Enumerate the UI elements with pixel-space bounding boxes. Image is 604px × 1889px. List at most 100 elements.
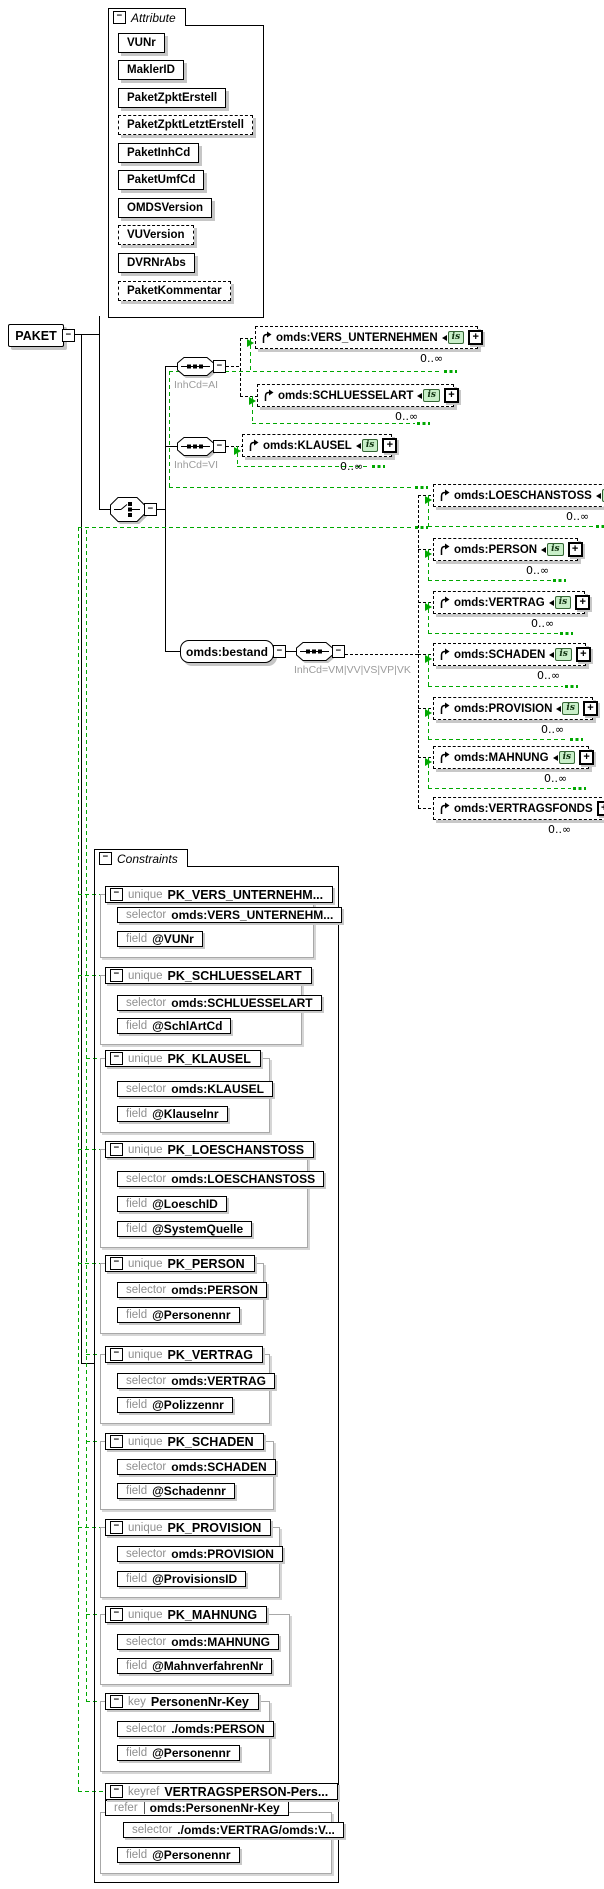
collapse-icon[interactable]: −	[110, 1521, 123, 1534]
collapse-icon[interactable]: −	[144, 503, 157, 516]
collapse-icon[interactable]: −	[110, 1695, 123, 1708]
expand-icon[interactable]: +	[443, 388, 459, 403]
element-ref-klausel[interactable]: omds:KLAUSEL is +	[242, 434, 398, 457]
constraint-selector[interactable]: selector omds:VERTRAG	[117, 1373, 275, 1389]
constraint-pk-person[interactable]: − unique PK_PERSON	[105, 1255, 255, 1272]
constraints-compartment-tab[interactable]: − Constraints	[94, 849, 188, 867]
constraint-selector[interactable]: selector ./omds:VERTRAG/omds:V...	[123, 1822, 344, 1838]
collapse-icon[interactable]: −	[62, 329, 75, 342]
attribute-vuversion[interactable]: VUVersion	[118, 225, 194, 245]
collapse-icon[interactable]: −	[110, 969, 123, 982]
element-ref-mahnung[interactable]: omds:MAHNUNG is +	[433, 746, 595, 769]
constraint-field[interactable]: field @SystemQuelle	[117, 1221, 253, 1237]
collapse-icon[interactable]: −	[110, 1143, 123, 1156]
constraint-selector[interactable]: selector omds:VERS_UNTERNEHM...	[117, 907, 343, 923]
attribute-maklerid[interactable]: MaklerID	[118, 60, 184, 80]
element-ref-schaden[interactable]: omds:SCHADEN is +	[433, 643, 591, 666]
constraint-vertragsperson-keyref[interactable]: − keyref VERTRAGSPERSON-Pers...	[105, 1783, 339, 1800]
constraint-pk-provision[interactable]: − unique PK_PROVISION	[105, 1519, 272, 1536]
constraint-pk-schluesselart[interactable]: − unique PK_SCHLUESSELART	[105, 967, 312, 984]
collapse-icon[interactable]: −	[332, 645, 345, 658]
attributes-compartment-tab[interactable]: − Attribute	[108, 8, 186, 26]
occurrence-label: 0..∞	[566, 510, 590, 523]
attribute-vunr[interactable]: VUNr	[118, 33, 165, 53]
collapse-icon[interactable]: −	[213, 440, 226, 453]
sequence-icon[interactable]	[296, 642, 333, 666]
collapse-icon[interactable]: −	[110, 1435, 123, 1448]
constraint-field[interactable]: field @Personennr	[117, 1307, 240, 1323]
constraint-field[interactable]: field @Klauselnr	[117, 1106, 228, 1122]
choice-icon[interactable]	[110, 497, 145, 527]
collapse-icon[interactable]: −	[99, 852, 112, 865]
constraints-title: Constraints	[117, 851, 178, 866]
sequence-icon[interactable]	[177, 437, 214, 461]
collapse-icon[interactable]: −	[110, 1785, 123, 1798]
expand-icon[interactable]: +	[575, 595, 591, 610]
constraint-selector[interactable]: selector omds:SCHADEN	[117, 1459, 276, 1475]
attribute-paketzpktletzterstell[interactable]: PaketZpktLetztErstell	[118, 115, 253, 135]
substitution-badge: is	[548, 596, 572, 609]
collapse-icon[interactable]: −	[213, 360, 226, 373]
expand-icon[interactable]: +	[575, 647, 591, 662]
substitution-badge: is	[541, 543, 564, 556]
constraint-selector[interactable]: selector ./omds:PERSON	[117, 1721, 274, 1737]
element-ref-vertrag[interactable]: omds:VERTRAG is +	[433, 591, 591, 614]
attribute-omdsversion[interactable]: OMDSVersion	[118, 198, 213, 218]
element-bestand[interactable]: omds:bestand	[180, 640, 274, 663]
constraint-pk-vertrag[interactable]: − unique PK_VERTRAG	[105, 1346, 263, 1363]
constraint-field[interactable]: field @Personennr	[117, 1745, 240, 1761]
expand-icon[interactable]: +	[579, 750, 595, 765]
attribute-paketzpkterstell[interactable]: PaketZpktErstell	[118, 88, 227, 108]
element-ref-schluesselart[interactable]: omds:SCHLUESSELART is +	[257, 384, 459, 407]
constraint-selector[interactable]: selector omds:PERSON	[117, 1282, 267, 1298]
constraint-field[interactable]: field @LoeschID	[117, 1196, 227, 1212]
constraint-field[interactable]: field @Polizzennr	[117, 1397, 233, 1413]
constraint-field[interactable]: field @ProvisionsID	[117, 1571, 247, 1587]
constraint-personennr-key[interactable]: − key PersonenNr-Key	[105, 1693, 259, 1710]
collapse-icon[interactable]: −	[110, 888, 123, 901]
constraint-selector[interactable]: selector omds:KLAUSEL	[117, 1081, 273, 1097]
substitution-badge: is	[556, 702, 579, 715]
collapse-icon[interactable]: −	[273, 645, 286, 658]
constraint-pk-vers-unternehm[interactable]: − unique PK_VERS_UNTERNEHM...	[105, 886, 334, 903]
constraint-field[interactable]: field @MahnverfahrenNr	[117, 1658, 273, 1674]
expand-icon[interactable]: +	[567, 542, 583, 557]
collapse-icon[interactable]: −	[113, 11, 126, 24]
attribute-dvrnrabs[interactable]: DVRNrAbs	[118, 253, 195, 273]
constraint-pk-mahnung[interactable]: − unique PK_MAHNUNG	[105, 1606, 268, 1623]
expand-icon[interactable]: +	[468, 330, 484, 345]
collapse-icon[interactable]: −	[110, 1348, 123, 1361]
element-ref-provision[interactable]: omds:PROVISION is +	[433, 697, 598, 720]
constraint-name: VERTRAGSPERSON-Pers...	[164, 1784, 329, 1799]
collapse-icon[interactable]: −	[110, 1257, 123, 1270]
arrow-left-icon	[355, 442, 361, 449]
constraint-selector[interactable]: selector omds:MAHNUNG	[117, 1634, 279, 1650]
collapse-icon[interactable]: −	[110, 1052, 123, 1065]
constraint-field[interactable]: field @SchlArtCd	[117, 1018, 232, 1034]
constraint-field[interactable]: field @Schadennr	[117, 1483, 235, 1499]
attribute-paketkommentar[interactable]: PaketKommentar	[118, 281, 231, 301]
constraint-pk-loeschanstoss[interactable]: − unique PK_LOESCHANSTOSS	[105, 1141, 315, 1158]
constraint-selector[interactable]: selector omds:SCHLUESSELART	[117, 995, 322, 1011]
expand-icon[interactable]: +	[596, 801, 604, 816]
collapse-icon[interactable]: −	[110, 1608, 123, 1621]
attribute-paketinhcd[interactable]: PaketInhCd	[118, 143, 200, 163]
constraint-pk-klausel[interactable]: − unique PK_KLAUSEL	[105, 1050, 261, 1067]
element-ref-label: omds:PROVISION	[454, 702, 553, 715]
attribute-paketumfcd[interactable]: PaketUmfCd	[118, 170, 205, 190]
constraint-field[interactable]: field @VUNr	[117, 931, 203, 947]
root-element-paket[interactable]: PAKET	[8, 324, 64, 347]
sequence-icon[interactable]	[177, 357, 214, 381]
constraint-selector[interactable]: selector omds:LOESCHANSTOSS	[117, 1171, 325, 1187]
constraint-selector[interactable]: selector omds:PROVISION	[117, 1546, 283, 1562]
element-ref-vertragsfonds[interactable]: omds:VERTRAGSFONDS +	[433, 797, 604, 820]
expand-icon[interactable]: +	[582, 701, 598, 716]
element-ref-label: omds:SCHLUESSELART	[278, 389, 414, 402]
constraint-field[interactable]: field @Personennr	[117, 1847, 240, 1863]
field-keyword: field	[126, 1399, 148, 1411]
element-ref-person[interactable]: omds:PERSON is +	[433, 538, 583, 561]
element-ref-vers-unternehmen[interactable]: omds:VERS_UNTERNEHMEN is +	[255, 326, 484, 349]
element-ref-loeschanstoss[interactable]: omds:LOESCHANSTOSS is +	[433, 484, 604, 507]
expand-icon[interactable]: +	[382, 438, 398, 453]
constraint-pk-schaden[interactable]: − unique PK_SCHADEN	[105, 1433, 264, 1450]
